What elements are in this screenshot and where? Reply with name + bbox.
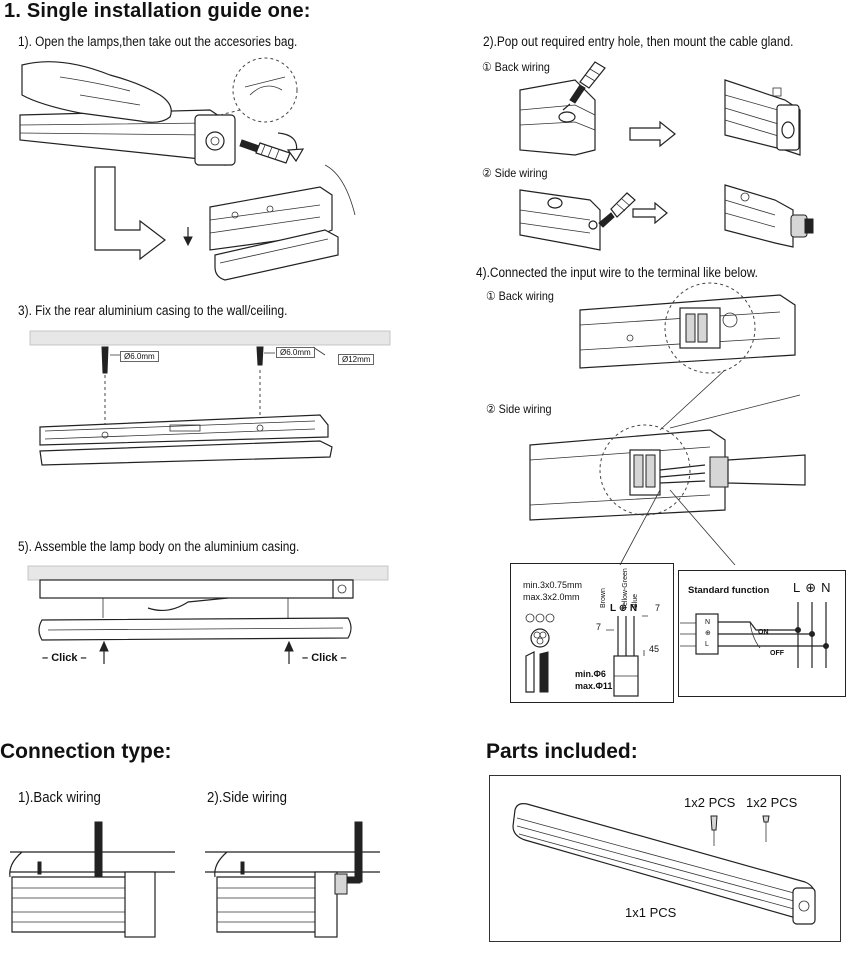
step-2-side-wiring-label: ② Side wiring	[482, 166, 548, 180]
wire-strip-drawing	[606, 615, 648, 697]
switch-on-label: ON	[758, 629, 769, 636]
wire-spec-box	[510, 563, 674, 703]
click-text-left: Click	[51, 652, 78, 664]
dim-strip-left: 7	[596, 622, 602, 632]
dim-strip-right: 7	[655, 603, 661, 613]
standard-function-diagram	[680, 602, 829, 668]
switch-off-label: OFF	[770, 650, 784, 657]
step-4-back-illustration	[579, 282, 796, 374]
connection-back-illustration	[9, 821, 175, 938]
step-2-text: 2).Pop out required entry hole, then mou…	[483, 34, 794, 49]
dia-min: min.Φ6	[575, 669, 606, 679]
terminal-block-labels: N⊕L	[705, 619, 711, 648]
step-4-text: 4).Connected the input wire to the termi…	[476, 265, 758, 280]
install-guide-title: 1. Single installation guide one:	[4, 0, 311, 22]
connection-type-title: Connection type:	[0, 740, 172, 763]
parts-included-title: Parts included:	[486, 740, 638, 763]
wire-color-brown: Brown	[600, 588, 607, 608]
step-1-text: 1). Open the lamps,then take out the acc…	[18, 34, 298, 49]
click-label-left: – Click –	[42, 652, 87, 664]
supply-terminals: L⊕N	[793, 580, 836, 595]
parts-lamp: 1x1 PCS	[625, 905, 677, 920]
step-2-side-illustration	[519, 184, 814, 251]
click-label-right: – Click –	[302, 652, 347, 664]
step-1-illustration	[19, 57, 356, 281]
parts-box	[489, 775, 841, 942]
step-4-callout-lines	[619, 369, 736, 566]
step-3-text: 3). Fix the rear aluminium casing to the…	[18, 303, 288, 318]
dim-hole-1: Ø6.0mm	[120, 351, 159, 362]
step-3-illustration	[29, 330, 391, 466]
cable-max: max.3x2.0mm	[523, 592, 580, 602]
step-2-back-illustration	[519, 61, 801, 156]
step-5-text: 5). Assemble the lamp body on the alumin…	[18, 539, 300, 554]
parts-screws-b: 1x2 PCS	[746, 795, 798, 810]
step-5-illustration	[27, 565, 389, 664]
standard-function-box	[678, 570, 846, 697]
dim-hole-2: Ø6.0mm	[276, 347, 315, 358]
connection-back-label: 1).Back wiring	[18, 789, 101, 806]
dim-length: 45	[649, 644, 660, 654]
dim-hole-3: Ø12mm	[338, 354, 375, 365]
step-4-side-wiring-label: ② Side wiring	[486, 402, 552, 416]
wire-terminals: L ⊕ N	[610, 603, 638, 614]
click-text-right: Click	[311, 652, 338, 664]
cable-cross-sections	[525, 613, 555, 693]
cable-min: min.3x0.75mm	[523, 580, 583, 590]
connection-side-illustration	[205, 821, 380, 938]
dia-max: max.Φ11	[575, 681, 613, 691]
step-4-back-wiring-label: ① Back wiring	[486, 289, 554, 303]
standard-function-title: Standard function	[688, 585, 770, 596]
parts-illustration	[512, 803, 816, 925]
step-2-back-wiring-label: ① Back wiring	[482, 60, 550, 74]
connection-side-label: 2).Side wiring	[207, 789, 287, 806]
parts-screws-a: 1x2 PCS	[684, 795, 736, 810]
